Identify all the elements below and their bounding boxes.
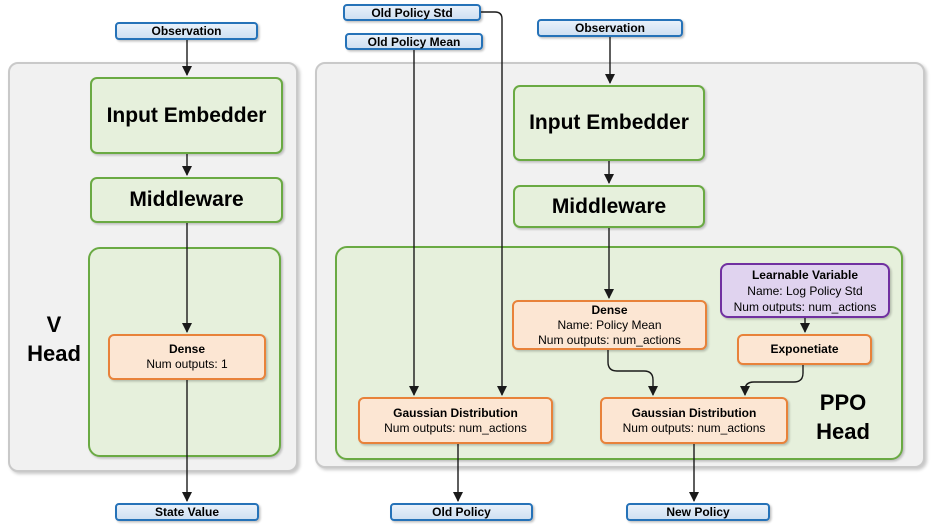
- gaussian-new-title: Gaussian Distribution: [631, 405, 757, 420]
- dense-policy-mean-node: Dense Name: Policy Mean Num outputs: num…: [512, 300, 707, 350]
- gaussian-new-outputs: Num outputs: num_actions: [622, 420, 766, 435]
- exponentiate-node: Exponetiate: [737, 334, 872, 365]
- observation-input-left: Observation: [115, 22, 258, 40]
- gaussian-distribution-old-node: Gaussian Distribution Num outputs: num_a…: [358, 397, 553, 444]
- exponentiate-label: Exponetiate: [770, 342, 839, 356]
- new-policy-output: New Policy: [626, 503, 770, 521]
- v-head-label-line2: Head: [27, 341, 81, 366]
- v-head-label-line1: V: [46, 312, 62, 337]
- dense-v-node: Dense Num outputs: 1: [108, 334, 266, 380]
- learnable-variable-title: Learnable Variable: [751, 267, 859, 282]
- learnable-variable-node: Learnable Variable Name: Log Policy Std …: [720, 263, 890, 318]
- dense-policy-mean-title: Dense: [591, 302, 628, 317]
- middleware-right-node: Middleware: [513, 185, 705, 228]
- gaussian-old-outputs: Num outputs: num_actions: [384, 420, 527, 435]
- observation-input-right: Observation: [537, 19, 683, 37]
- ppo-head-label: PPO Head: [798, 388, 888, 446]
- learnable-variable-outputs: Num outputs: num_actions: [733, 299, 877, 314]
- dense-v-outputs: Num outputs: 1: [146, 357, 228, 371]
- ppo-head-label-line2: Head: [816, 419, 870, 444]
- middleware-left-node: Middleware: [90, 177, 283, 223]
- input-embedder-left-node: Input Embedder: [90, 77, 283, 154]
- v-head-label: V Head: [16, 310, 92, 368]
- dense-v-title: Dense: [168, 342, 206, 356]
- old-policy-mean-input: Old Policy Mean: [345, 33, 483, 50]
- dense-policy-mean-outputs: Num outputs: num_actions: [538, 332, 681, 347]
- old-policy-output: Old Policy: [390, 503, 533, 521]
- dense-policy-mean-name: Name: Policy Mean: [557, 317, 662, 332]
- learnable-variable-name: Name: Log Policy Std: [747, 283, 863, 298]
- input-embedder-right-node: Input Embedder: [513, 85, 705, 161]
- gaussian-old-title: Gaussian Distribution: [393, 405, 518, 420]
- gaussian-distribution-new-node: Gaussian Distribution Num outputs: num_a…: [600, 397, 788, 444]
- old-policy-std-input: Old Policy Std: [343, 4, 481, 21]
- state-value-output: State Value: [115, 503, 259, 521]
- ppo-head-label-line1: PPO: [819, 390, 867, 415]
